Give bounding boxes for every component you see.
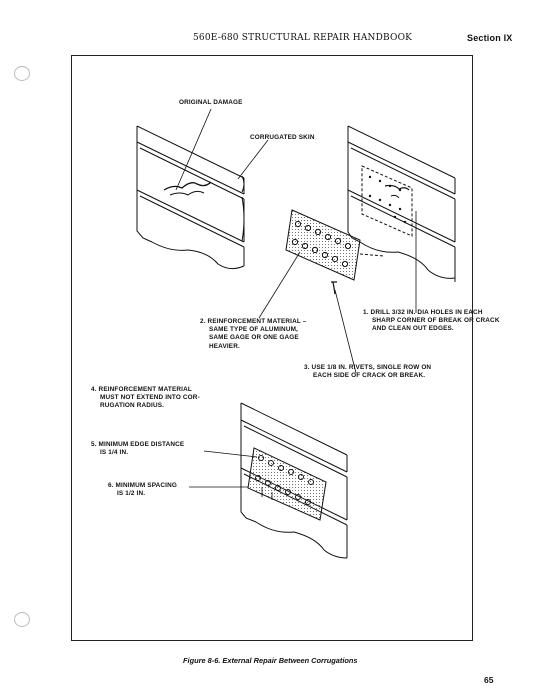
- figure-frame: [71, 55, 473, 641]
- page-number: 65: [484, 675, 494, 685]
- leader-note3: [334, 289, 357, 374]
- page-header-title: 560E-680 STRUCTURAL REPAIR HANDBOOK: [193, 33, 413, 43]
- note-5: 5. MINIMUM EDGE DISTANCE IS 1/4 IN.: [91, 441, 185, 457]
- binder-hole-bottom: [14, 612, 30, 627]
- page-header-section: Section IX: [467, 33, 513, 43]
- damaged-skin-panel: [136, 125, 245, 270]
- note-4: 4. REINFORCEMENT MATERIAL MUST NOT EXTEN…: [91, 386, 200, 410]
- note-1: 1. DRILL 3/32 IN. DIA HOLES IN EACH SHAR…: [363, 309, 500, 333]
- leader-corrugated-skin: [237, 139, 269, 180]
- label-corrugated-skin: CORRUGATED SKIN: [250, 134, 315, 141]
- figure-caption: Figure 8-6. External Repair Between Corr…: [183, 656, 358, 665]
- prepared-skin-panel: [347, 125, 456, 282]
- label-original-damage: ORIGINAL DAMAGE: [179, 99, 243, 106]
- leader-original-damage: [175, 108, 212, 191]
- note-6: 6. MINIMUM SPACING IS 1/2 IN.: [108, 482, 177, 498]
- note-2: 2. REINFORCEMENT MATERIAL – SAME TYPE OF…: [200, 318, 307, 350]
- reinforcement-plate: [285, 209, 385, 295]
- binder-hole-top: [14, 66, 30, 81]
- completed-repair-panel: [240, 402, 348, 559]
- note-3: 3. USE 1/8 IN. RIVETS, SINGLE ROW ON EAC…: [304, 364, 432, 380]
- leader-note5: [203, 450, 258, 458]
- leader-note2: [258, 251, 301, 319]
